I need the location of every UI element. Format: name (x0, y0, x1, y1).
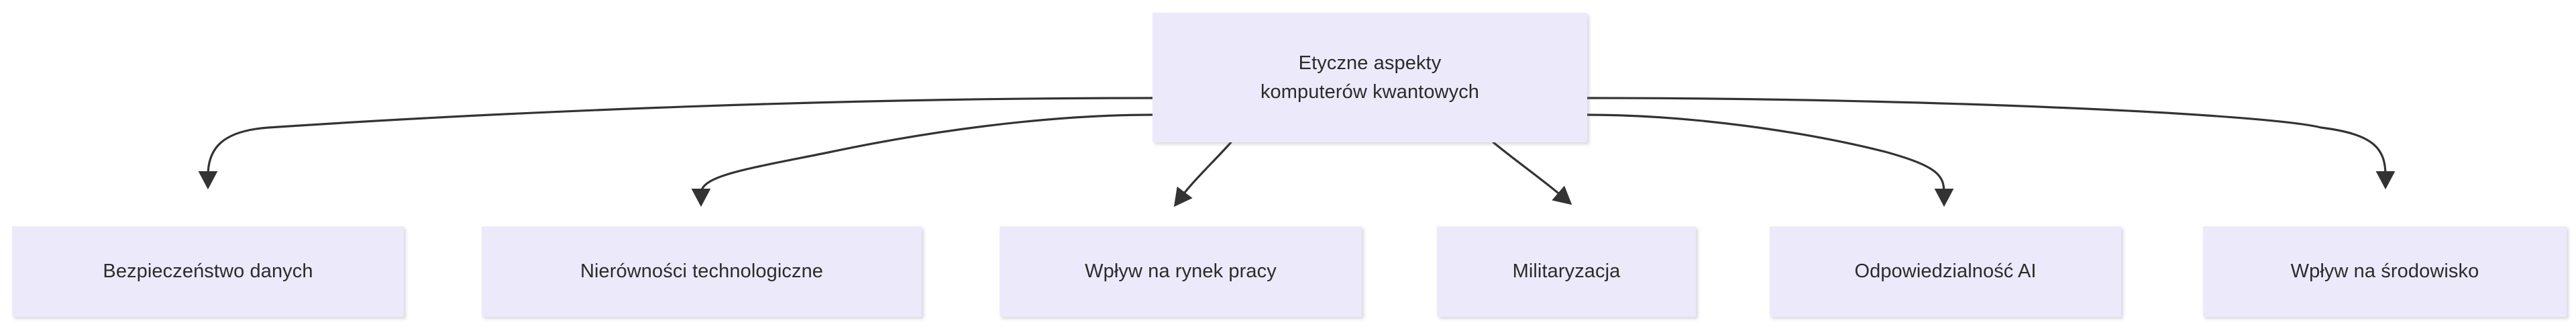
node-wplyw-na-rynek-pracy[interactable]: Wpływ na rynek pracy (1000, 226, 1362, 317)
root-node[interactable]: Etyczne aspekty komputerów kwantowych (1152, 13, 1587, 142)
node-nierownosci-technologiczne[interactable]: Nierówności technologiczne (482, 226, 922, 317)
node-bezpieczenstwo-danych[interactable]: Bezpieczeństwo danych (12, 226, 404, 317)
node-label: Bezpieczeństwo danych (103, 261, 313, 283)
edge-root-to-leaf2 (1173, 141, 1232, 207)
node-wplyw-na-srodowisko[interactable]: Wpływ na środowisko (2203, 226, 2567, 317)
edge-root-to-leaf1 (691, 113, 1154, 207)
node-label: Wpływ na środowisko (2290, 261, 2479, 283)
edge-root-to-leaf4 (1586, 113, 1954, 207)
edge-root-to-leaf0 (198, 97, 1154, 190)
node-label: Nierówności technologiczne (580, 261, 824, 283)
node-label: Militaryzacja (1512, 261, 1621, 283)
node-militaryzacja[interactable]: Militaryzacja (1437, 226, 1696, 317)
node-odpowiedzialnosc-ai[interactable]: Odpowiedzialność AI (1770, 226, 2121, 317)
root-node-label: Etyczne aspekty komputerów kwantowych (1260, 52, 1480, 103)
node-label: Wpływ na rynek pracy (1085, 261, 1277, 283)
edge-root-to-leaf3 (1492, 141, 1572, 205)
edge-root-to-leaf5 (1586, 97, 2396, 190)
node-label: Odpowiedzialność AI (1854, 261, 2037, 283)
